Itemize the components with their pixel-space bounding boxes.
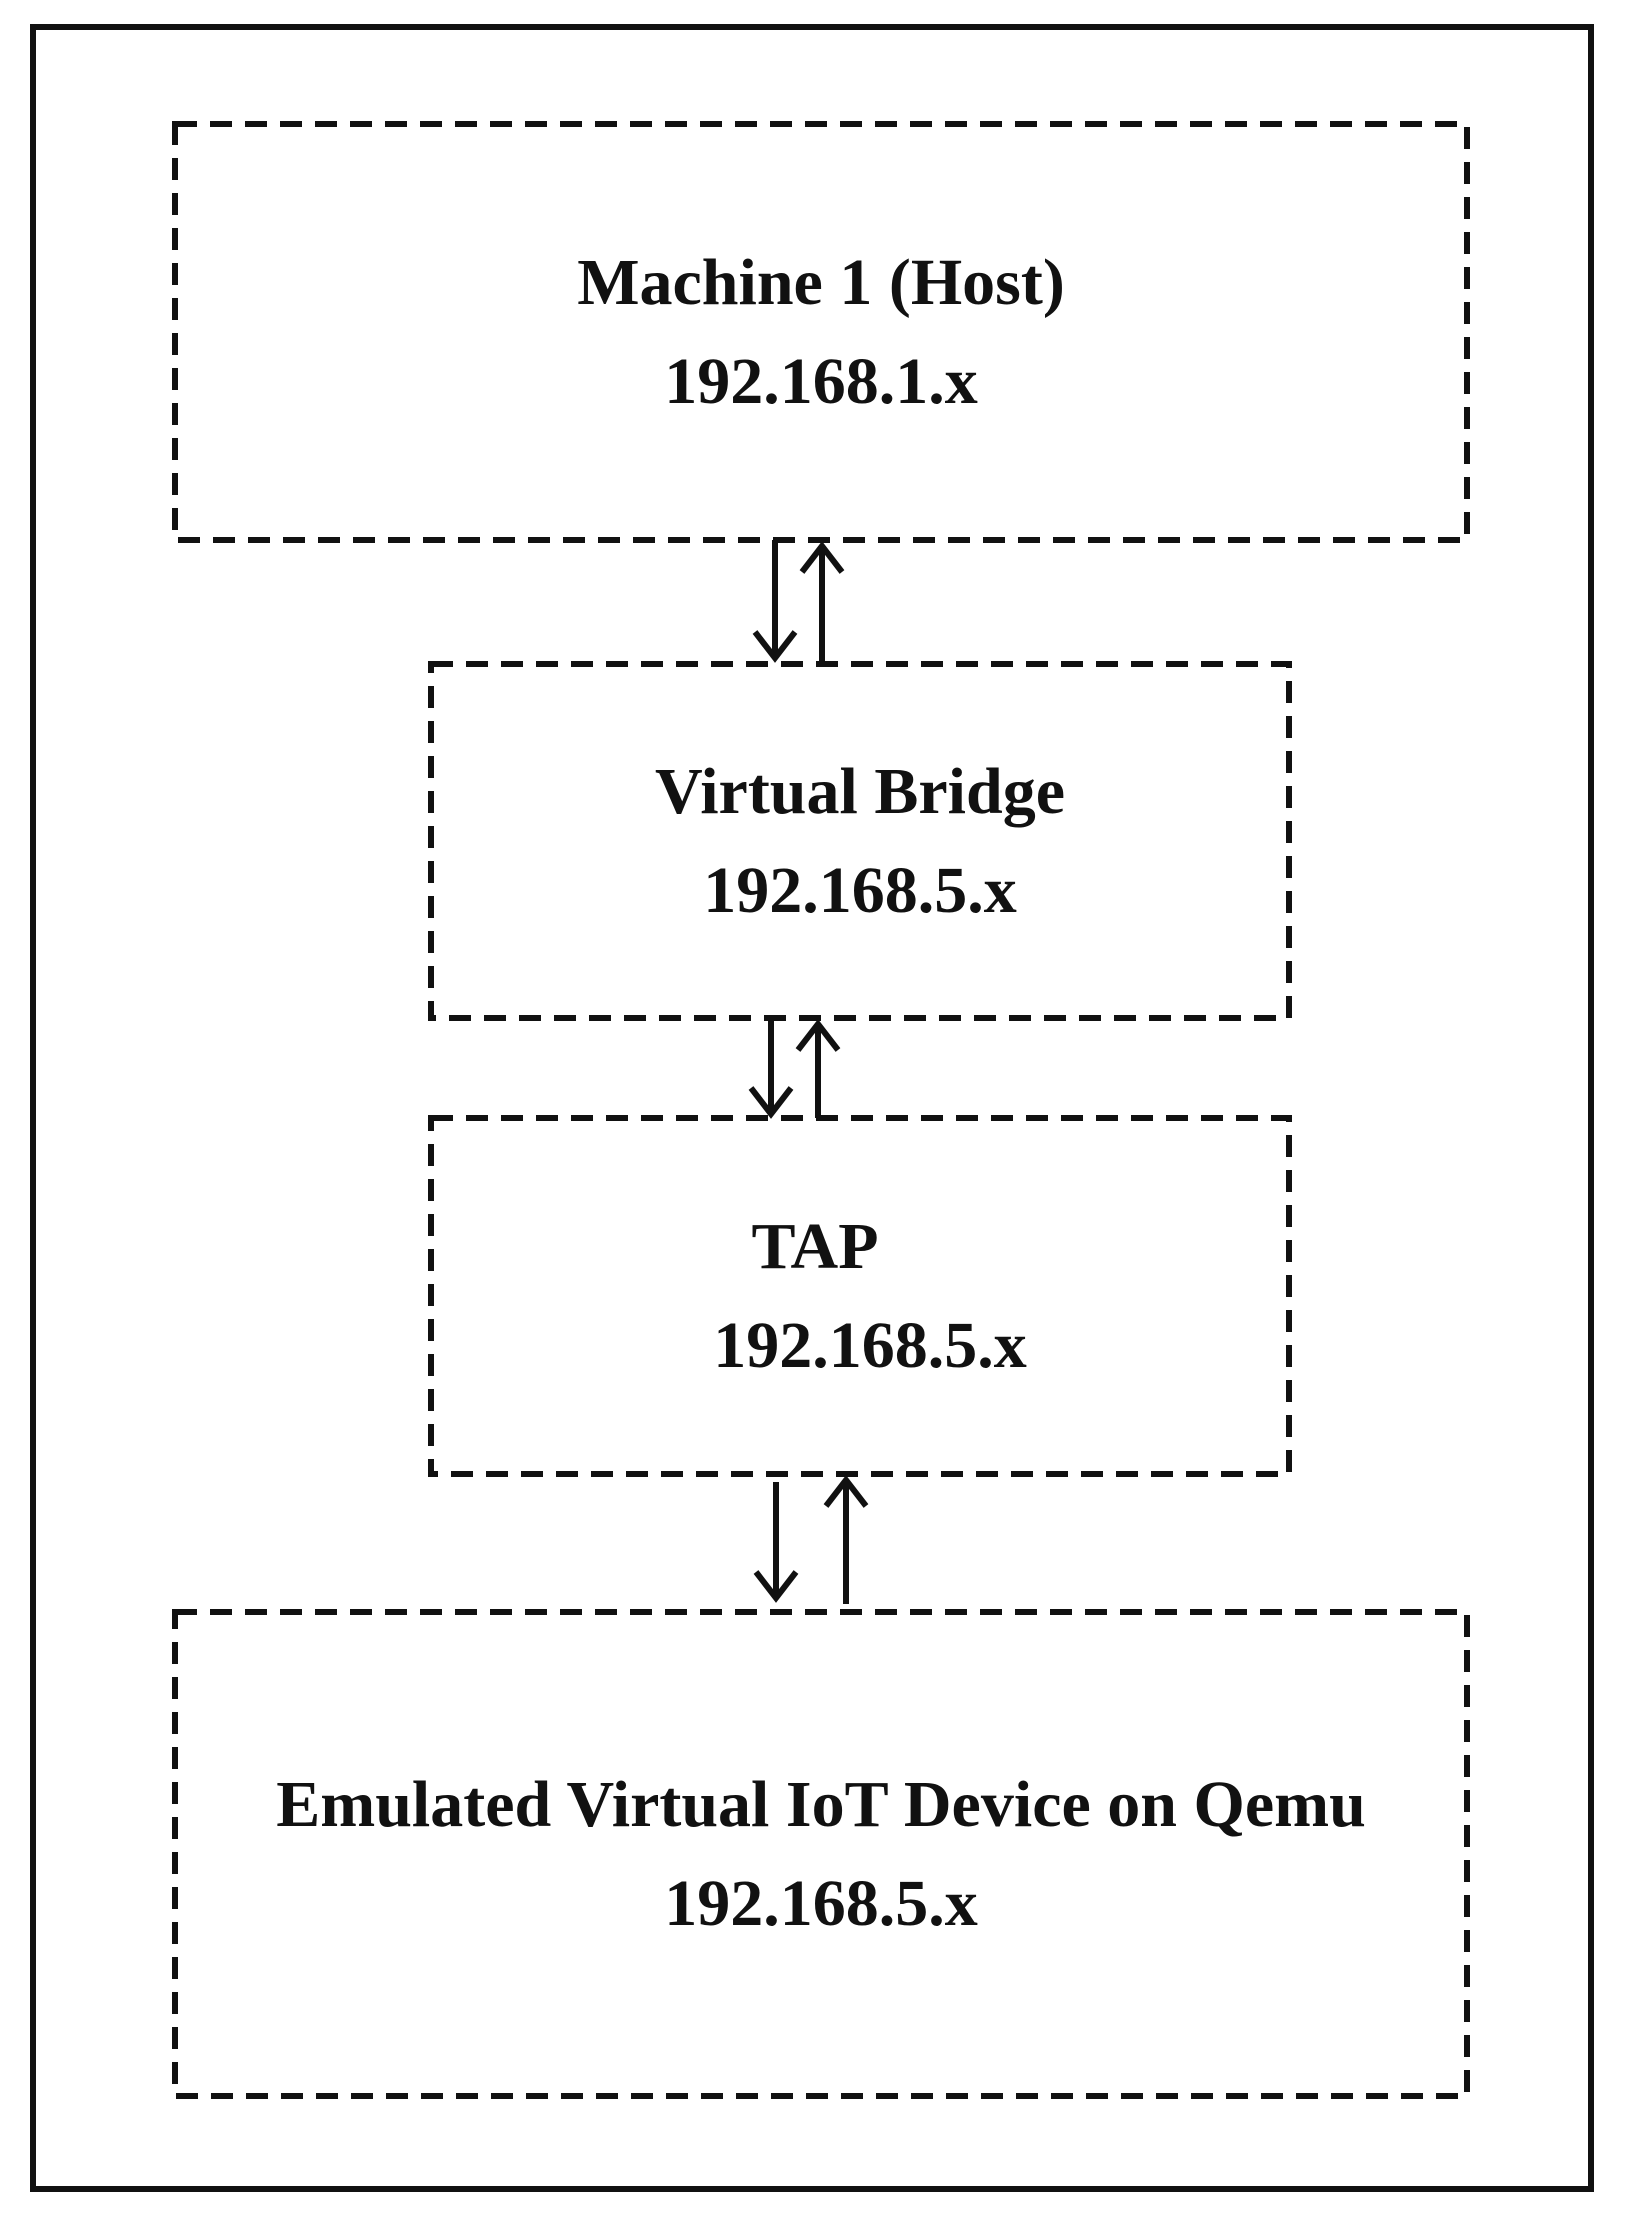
node-iot-label: Emulated Virtual IoT Device on Qemu bbox=[276, 1768, 1366, 1841]
node-bridge: Virtual Bridge 192.168.5.x bbox=[431, 664, 1289, 1018]
node-bridge-ip: 192.168.5.x bbox=[703, 854, 1017, 927]
node-iot: Emulated Virtual IoT Device on Qemu 192.… bbox=[175, 1612, 1467, 2096]
node-tap-label: TAP bbox=[751, 1210, 879, 1283]
node-iot-ip: 192.168.5.x bbox=[664, 1867, 978, 1940]
node-host: Machine 1 (Host) 192.168.1.x bbox=[175, 124, 1467, 540]
node-host-ip: 192.168.1.x bbox=[664, 345, 978, 418]
node-bridge-label: Virtual Bridge bbox=[654, 755, 1066, 828]
outer-frame bbox=[30, 24, 1594, 2192]
node-tap-ip: 192.168.5.x bbox=[713, 1309, 1027, 1382]
node-host-label: Machine 1 (Host) bbox=[577, 246, 1065, 319]
node-tap: TAP 192.168.5.x bbox=[431, 1118, 1289, 1474]
